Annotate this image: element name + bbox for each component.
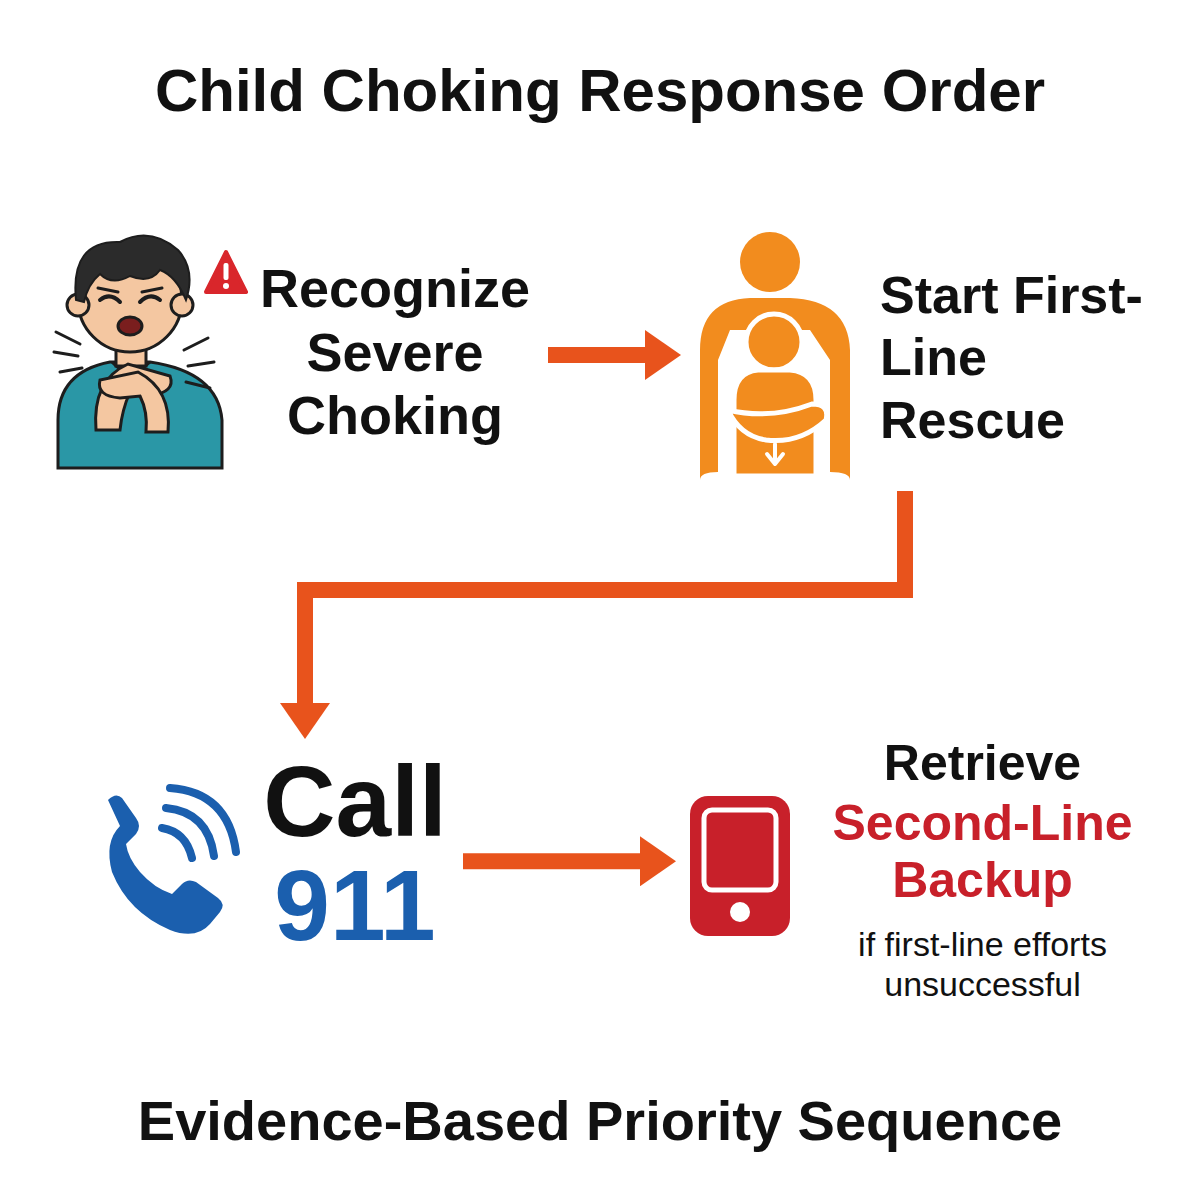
node-text: Start First-Line Rescue bbox=[880, 264, 1170, 451]
node-text: Call bbox=[255, 751, 455, 851]
step-first-line-rescue: Start First-Line Rescue bbox=[685, 230, 1174, 485]
backup-device bbox=[690, 796, 790, 936]
diagram-caption: Evidence-Based Priority Sequence bbox=[0, 1090, 1200, 1152]
phone-icon bbox=[108, 788, 236, 934]
flow-arrow bbox=[548, 347, 645, 363]
flow-arrow bbox=[463, 853, 640, 869]
choking-child bbox=[54, 236, 222, 468]
node-text: Recognize Severe Choking bbox=[250, 257, 540, 448]
warning-triangle bbox=[206, 252, 246, 292]
step-second-line-backup: RetrieveSecond-Line Backup if first-line … bbox=[680, 735, 1164, 1005]
node-text: 911 bbox=[255, 855, 455, 955]
rescue-figure bbox=[700, 232, 850, 480]
step-call-911: Call911 bbox=[95, 745, 459, 960]
node-text: Second-Line Backup bbox=[805, 795, 1160, 910]
node-text: if first-line efforts unsuccessful bbox=[805, 924, 1160, 1006]
flow-arrow bbox=[305, 491, 905, 703]
step-recognize: Recognize Severe Choking bbox=[45, 230, 544, 475]
node-text: Retrieve bbox=[805, 735, 1160, 793]
diagram-title: Child Choking Response Order bbox=[0, 58, 1200, 124]
